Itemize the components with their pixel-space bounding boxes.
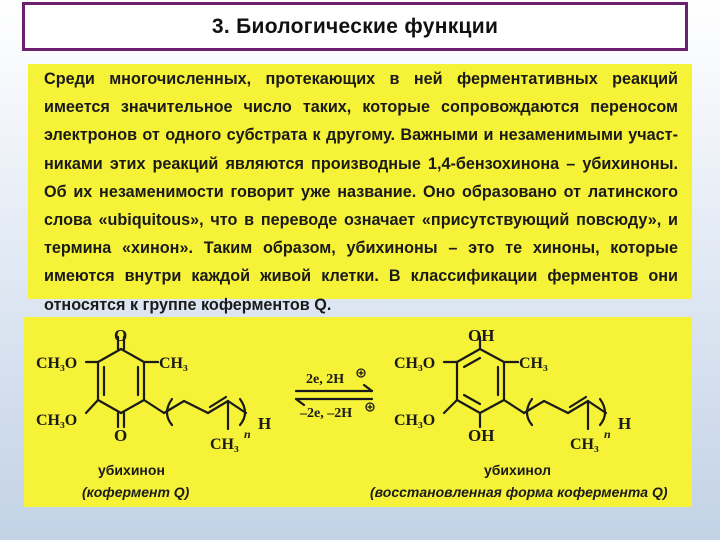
paragraph-line: имеется значительное число таких, которы…: [44, 98, 678, 117]
ubiquinol-methyl: CH₃: [519, 355, 548, 372]
reverse-label: –2e, –2H: [299, 406, 352, 421]
ubiquinol-chain-methyl: CH₃: [570, 436, 599, 453]
ubiquinone-chain-end: H: [258, 414, 271, 433]
ubiquinol-methoxy-bottom: CH₃O: [394, 412, 435, 429]
ubiquinol-bottom-oh: OH: [468, 426, 494, 445]
paragraph: Среди многочисленных, протекающих в ней …: [44, 65, 678, 319]
ubiquinone-methyl: CH₃: [159, 355, 188, 372]
ubiquinol-note: (восстановленная форма кофермента Q): [370, 484, 668, 500]
ubiquinone-top-o: O: [114, 326, 127, 345]
ubiquinol-repeat-index: n: [604, 427, 611, 441]
forward-label: 2e, 2H: [306, 372, 344, 387]
paragraph-line: имеются внутри каждой живой клетки. В кл…: [44, 267, 678, 286]
paragraph-line: Среди многочисленных, протекающих в ней …: [44, 70, 678, 88]
ubiquinone-ring: [84, 335, 248, 431]
ubiquinol-chain-end: H: [618, 414, 631, 433]
text-panel: Среди многочисленных, протекающих в ней …: [28, 64, 692, 314]
paragraph-line: никами этих реакций являются производные…: [44, 154, 678, 173]
ubiquinone-methoxy-bottom: CH₃O: [36, 412, 77, 429]
ubiquinone-bottom-o: O: [114, 426, 127, 445]
ubiquinol-methoxy-top: CH₃O: [394, 355, 435, 372]
equilibrium-arrows: [294, 383, 374, 407]
reaction-scheme: O O CH₃O CH₃O CH₃ CH₃ n H 2e, 2H –2e, –2…: [36, 326, 668, 500]
slide-title-box: 3. Биологические функции: [22, 2, 688, 51]
paragraph-line: электронов от одного субстрата к другому…: [44, 126, 678, 145]
paragraph-line: термина «хинон». Таким образом, убихинон…: [44, 239, 678, 258]
ubiquinol-name: убихинол: [484, 462, 551, 478]
ubiquinol-top-oh: OH: [468, 326, 494, 345]
ubiquinone-methoxy-top: CH₃O: [36, 355, 77, 372]
charge-marks: [356, 368, 375, 412]
ubiquinone-name: убихинон: [98, 462, 165, 478]
reaction-scheme-panel: O O CH₃O CH₃O CH₃ CH₃ n H 2e, 2H –2e, –2…: [24, 317, 692, 507]
paragraph-line: относятся к группе коферментов Q.: [44, 295, 332, 314]
ubiquinone-repeat-index: n: [244, 427, 251, 441]
ubiquinone-note: (кофермент Q): [82, 484, 190, 500]
ubiquinone-chain-methyl: CH₃: [210, 436, 239, 453]
paragraph-line: Об их незаменимости говорит уже название…: [44, 182, 678, 201]
paragraph-line: слова «ubiquitous», что в переводе означ…: [44, 211, 678, 230]
ubiquinol-ring: [442, 335, 608, 431]
slide-title: 3. Биологические функции: [211, 14, 499, 38]
